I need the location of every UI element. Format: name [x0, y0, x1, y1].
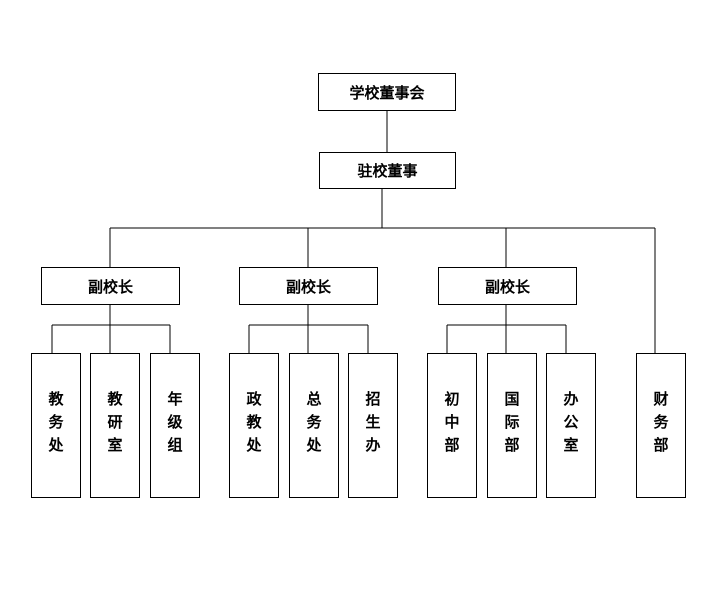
- department-node-guojibu: 国际部: [487, 353, 537, 498]
- department-node-bangongshi: 办公室: [546, 353, 596, 498]
- vice-principal-node-2: 副校长: [239, 267, 378, 305]
- resident-director-node: 驻校董事: [319, 152, 456, 189]
- vice-principal-node-3: 副校长: [438, 267, 577, 305]
- department-node-chuzhongbu: 初中部: [427, 353, 477, 498]
- vice-principal-node-1: 副校长: [41, 267, 180, 305]
- department-node-jiaowuchu: 教务处: [31, 353, 81, 498]
- department-node-zhengjiaochu: 政教处: [229, 353, 279, 498]
- department-node-caiwubu: 财务部: [636, 353, 686, 498]
- board-node: 学校董事会: [318, 73, 456, 111]
- department-node-jiaoyanshi: 教研室: [90, 353, 140, 498]
- department-node-zongwuchu: 总务处: [289, 353, 339, 498]
- department-node-zhaoshengban: 招生办: [348, 353, 398, 498]
- department-node-nianjizu: 年级组: [150, 353, 200, 498]
